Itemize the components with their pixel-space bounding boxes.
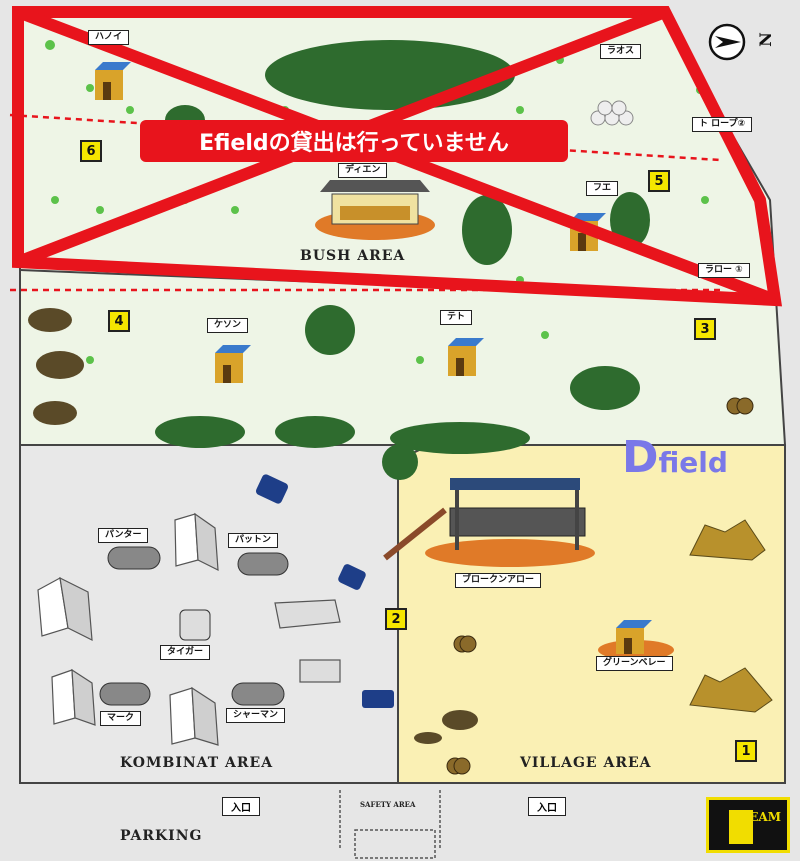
label-rope-2: ト ロープ② [692,117,753,132]
hut-hanoi [95,62,131,100]
label-patton: パットン [228,533,279,548]
entrance-right: 入口 [528,797,566,816]
bush-area-label: BUSH AREA [300,248,406,264]
hut-teto [448,338,484,376]
d-field-title: Dfield [622,432,728,483]
bush-trees [155,40,650,480]
spawn-number-4: 4 [108,310,130,332]
compass-icon [708,23,746,61]
hut-green-beret [598,620,674,660]
team-logo: EAM [706,797,790,853]
hut-keson [215,345,251,383]
label-hanoi: ハノイ [88,30,130,45]
safety-area-label: SAFETY AREA [360,800,416,809]
label-fue: フエ [586,181,619,196]
vehicles [255,474,394,708]
label-sherman: シャーマン [226,708,286,723]
entrance-left: 入口 [222,797,260,816]
closed-notice-banner: Efieldの貸出は行っていません [140,120,568,162]
compass-letter: N [755,32,775,47]
tires [446,397,754,775]
spawn-number-6: 6 [80,140,102,162]
label-tiger: タイガー [160,645,211,660]
label-teto: テト [440,310,473,325]
label-keson: ケソン [207,318,249,333]
village-area-label: VILLAGE AREA [520,755,652,771]
kombinat-tanks [99,546,289,706]
spawn-number-2: 2 [385,608,407,630]
debris-piles [689,519,773,713]
d-field-rest: field [658,446,728,479]
team-logo-mark [729,810,753,844]
kombinat-area-label: KOMBINAT AREA [120,755,274,771]
d-field-letter: D [622,432,659,483]
label-broken-arrow: ブロークンアロー [455,573,542,588]
label-rope-1: ラロー ① [698,263,750,278]
kombinat-blocks [37,512,341,746]
label-laos: ラオス [600,44,642,59]
spawn-number-5: 5 [648,170,670,192]
dirt-mounds [28,308,478,744]
shelter-dien [315,180,435,240]
label-mark: マーク [100,711,142,726]
building-broken-arrow [383,478,595,567]
label-green-beret: グリーンベレー [596,656,673,671]
label-dien: ディエン [338,163,388,178]
parking-label: PARKING [120,828,203,844]
team-logo-text: EAM [749,810,781,824]
label-panther: パンター [98,528,149,543]
rock-pile [590,100,634,126]
spawn-number-3: 3 [694,318,716,340]
parking-boundary [339,790,441,859]
spawn-number-1: 1 [735,740,757,762]
